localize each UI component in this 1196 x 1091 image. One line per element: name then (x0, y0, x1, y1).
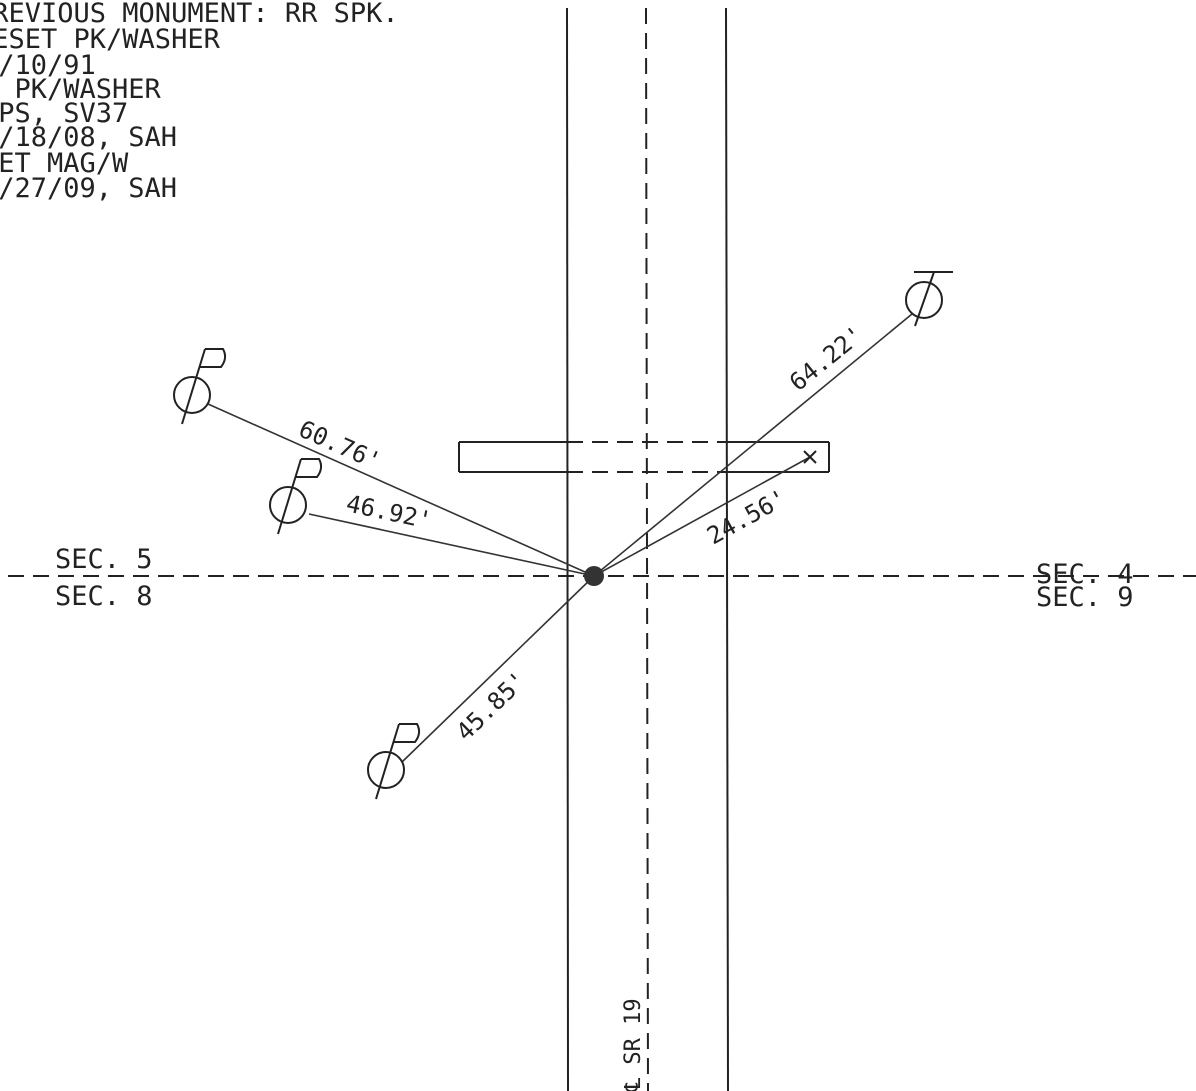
telephone-pole-icon (905, 271, 953, 327)
power-pole-icon (367, 723, 421, 800)
section-label-sw: SEC. 8 (55, 581, 153, 612)
right-of-way-line-west (566, 7, 569, 1091)
section-label-nw: SEC. 5 (55, 544, 153, 575)
note-line-2: RESET PK/WASHER (0, 24, 221, 55)
section-label-ne: SEC. 4 (1036, 559, 1134, 590)
section-label-se: SEC. 9 (1036, 582, 1134, 613)
power-pole-icon (269, 458, 323, 535)
note-line-8: 0/27/09, SAH (0, 173, 177, 204)
x-mark-icon (803, 450, 817, 464)
note-line-4: D PK/WASHER (0, 74, 162, 105)
tie-line-nw-far (207, 403, 595, 577)
tie-distance-nw-far: 60.76' (295, 415, 386, 476)
note-line-5: GPS, SV37 (0, 98, 128, 129)
tie-distance-nw-near: 46.92' (344, 489, 435, 534)
monument-icon (584, 566, 604, 586)
monument-notes: PREVIOUS MONUMENT: RR SPK. RESET PK/WASH… (0, 0, 399, 204)
tie-distance-sw: 45.85' (451, 666, 533, 746)
road-centerline-label: ℄ SR 19 (621, 998, 646, 1091)
tie-line-nw-near (308, 513, 595, 577)
note-line-3: 0/10/91 (0, 50, 96, 81)
tie-line-x (593, 456, 811, 577)
road-centerline (645, 7, 649, 1091)
note-line-1: PREVIOUS MONUMENT: RR SPK. (0, 0, 399, 29)
power-pole-icon (173, 348, 227, 425)
right-of-way-line-east (725, 7, 729, 1091)
note-line-6: 5/18/08, SAH (0, 122, 177, 153)
tie-distance-x: 24.56' (702, 484, 791, 551)
tie-line-ne (593, 313, 913, 577)
structure-outline (458, 441, 830, 473)
note-line-7: SET MAG/W (0, 148, 129, 179)
tie-line-sw (401, 575, 595, 763)
